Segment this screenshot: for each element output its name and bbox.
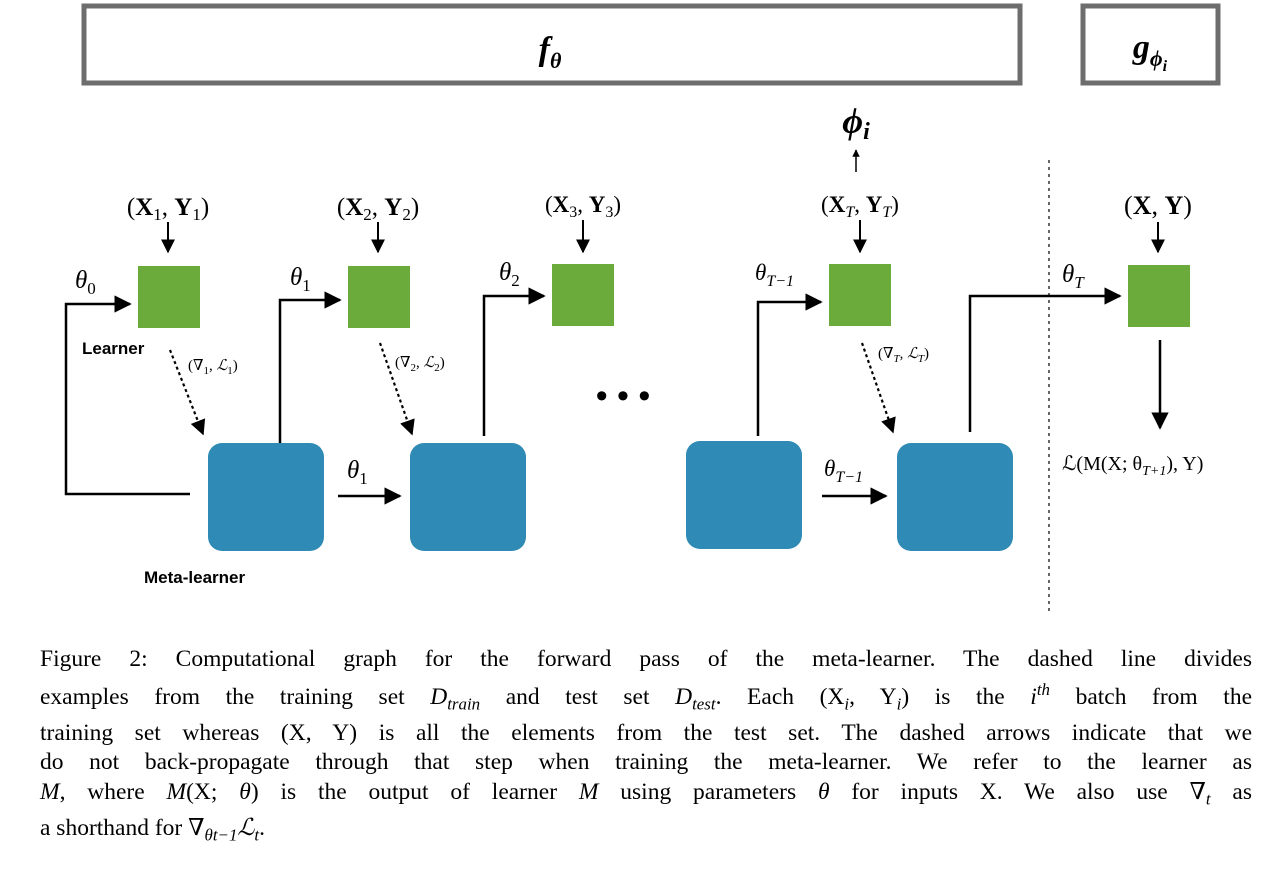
f-theta-label: fθ: [539, 31, 562, 73]
input-label-test: (X, Y): [1124, 191, 1192, 220]
meta-theta-label-1: θ1: [347, 457, 368, 488]
meta-theta-label-2: θT−1: [824, 456, 863, 486]
caption-line-1: Figure 2: Computational graph for the fo…: [40, 646, 1252, 672]
theta-label-1: θ1: [290, 264, 311, 295]
f-theta-box: [81, 3, 1023, 86]
figure-caption: Figure 2: Computational graph for the fo…: [40, 645, 1252, 850]
meta-learner-label: Meta-learner: [144, 568, 245, 587]
grad-label-2: (∇2, ℒ2): [395, 355, 445, 374]
learner-label: Learner: [82, 339, 145, 358]
meta-learner-box-3: [686, 441, 802, 549]
g-phi-box: [1080, 3, 1221, 86]
phi-output-label: ϕi: [842, 101, 870, 145]
input-label-1: (X1, Y1): [127, 194, 209, 224]
theta-label-T: θT: [1062, 261, 1085, 292]
meta-learner-box-4: [897, 443, 1013, 551]
theta0-path: [64, 295, 190, 496]
caption-line-6: a shorthand for ∇θt−1ℒt.: [40, 814, 265, 845]
theta-label-2: θ2: [499, 259, 520, 290]
learner-box-3: [552, 264, 614, 326]
final-loss-label: ℒ(M(X; θT+1), Y): [1062, 453, 1203, 479]
theta2-path: [482, 287, 546, 436]
caption-line-4: do not back-propagate through that step …: [40, 749, 1252, 776]
learner-box-1: [138, 266, 200, 328]
theta1-path: [278, 291, 342, 443]
theta-label-0: θ0: [75, 267, 96, 298]
caption-line-3: training set whereas (X, Y) is all the e…: [40, 719, 1252, 746]
theta-label-Tm1: θT−1: [755, 260, 794, 290]
caption-line-2: examples from the training set Dtrain an…: [40, 679, 1253, 714]
thetaT-path: [968, 287, 1122, 432]
ellipsis: • • •: [596, 377, 651, 415]
caption-line-5: M, where M(X; θ) is the output of learne…: [40, 778, 1252, 809]
input-label-3: (X3, Y3): [545, 192, 621, 221]
grad-arrow-2: [378, 342, 415, 436]
g-phi-label: gϕi: [1132, 29, 1168, 75]
grad-label-T: (∇T, ℒT): [878, 346, 929, 365]
input-label-2: (X2, Y2): [337, 194, 419, 224]
meta-learner-box-1: [208, 443, 324, 551]
thetaTm1-path: [756, 293, 823, 436]
learner-box-test: [1128, 265, 1190, 327]
learner-box-2: [348, 266, 410, 328]
grad-arrow-T: [860, 342, 896, 434]
grad-label-1: (∇1, ℒ1): [188, 358, 238, 377]
meta-learner-box-2: [410, 443, 526, 551]
input-label-T: (XT, YT): [821, 192, 899, 221]
meta-learner-diagram: fθ gϕi ϕi (X1, Y1) (X2, Y2) (X3, Y3) (XT…: [64, 3, 1221, 612]
learner-box-T: [829, 264, 891, 326]
